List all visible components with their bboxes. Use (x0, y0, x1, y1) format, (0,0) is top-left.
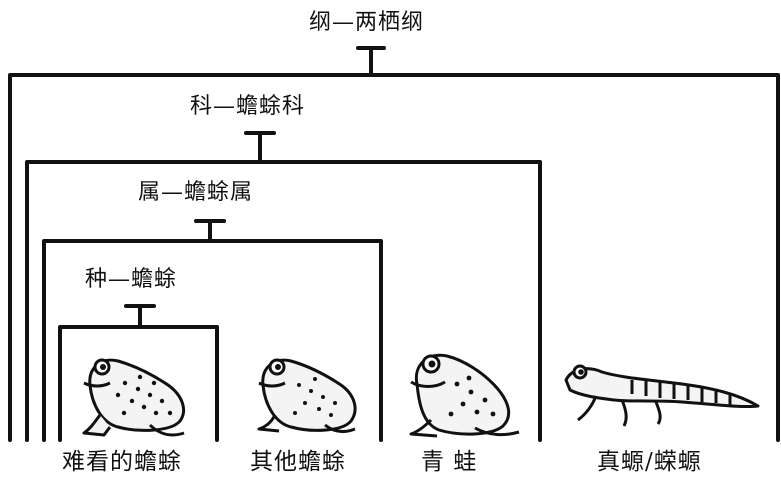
ugly-toad-label: 难看的蟾蜍 (62, 449, 182, 475)
species-bracket (58, 304, 219, 442)
salamander-newt-icon (564, 364, 760, 427)
frog-icon (409, 353, 520, 438)
genus-bracket (42, 219, 383, 442)
frog-label: 青 蛙 (421, 449, 478, 475)
family-label: 科—蟾蜍科 (190, 94, 306, 119)
ugly-toad-icon (82, 358, 185, 437)
genus-label: 属—蟾蜍属 (138, 180, 254, 205)
class-bracket (8, 46, 780, 442)
class-label: 纲—两栖纲 (309, 10, 425, 35)
species-label: 种—蟾蜍 (85, 267, 178, 292)
salamander-newt-label: 真螈/蝾螈 (597, 449, 702, 475)
family-bracket (25, 131, 542, 442)
other-toad-icon (257, 358, 357, 434)
other-toad-label: 其他蟾蜍 (250, 449, 346, 475)
